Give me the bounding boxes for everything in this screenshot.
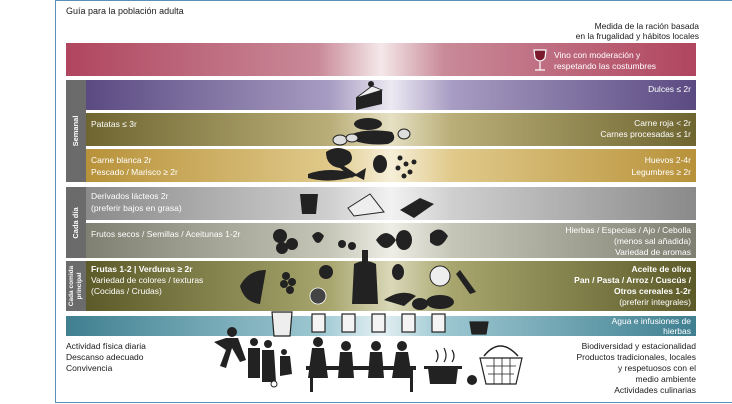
lifestyle-right-line3: y respetuosos con el [618,363,696,373]
nuts-label: Frutos secos / Semillas / Aceitunas 1-2r [91,229,241,239]
cereals-label-line3: (preferir integrales) [619,297,691,307]
dairy-label-line2: (preferir bajos en grasa) [91,203,182,213]
portion-note-line2: en la frugalidad y hábitos locales [575,31,699,41]
dairy-icon [300,193,434,218]
cereals-label-line1: Pan / Pasta / Arroz / Cuscús / [574,275,691,285]
wine-text-line1: Vino con moderación y [554,50,641,60]
variety-label-line2: (Cocidas / Crudas) [91,286,162,296]
nuts-herbs-icon [273,229,448,254]
fruits-veg-label: Frutas 1-2 | Verduras ≥ 2r [91,264,193,274]
olive-oil-bottle-icon [352,250,378,304]
wine-glass-icon [533,49,547,71]
dairy-band [86,187,696,220]
herbs-label-line1: Hierbas / Especias / Ajo / Cebolla [565,225,691,235]
olive-oil-label: Aceite de oliva [631,264,691,274]
wine-text-line2: respetando las costumbres [554,61,657,71]
water-glasses-icon [271,311,489,337]
chicken-eggs-icon [326,148,417,179]
herbs-label-line3: Variedad de aromas [615,247,691,257]
lifestyle-left-line1: Actividad física diaria [66,341,146,351]
guide-title: Guía para la población adulta [66,6,184,16]
sweets-label: Dulces ≤ 2r [648,84,691,94]
chicken-band [86,149,696,182]
red-meat-label: Carne roja < 2r [634,118,691,128]
main-meal-band [86,261,696,311]
variety-label-line1: Variedad de colores / texturas [91,275,204,285]
fish-icon [308,168,366,181]
portion-note-line1: Medida de la ración basada [594,21,699,31]
herbs-label-line2: (menos sal añadida) [613,236,691,246]
legumes-label: Legumbres ≥ 2r [631,167,691,177]
water-label-line2: hierbas [663,326,691,336]
white-meat-label: Carne blanca 2r [91,155,152,165]
lifestyle-left-line2: Descanso adecuado [66,352,144,362]
cereals-label-line2: Otros cereales 1-2r [613,286,691,296]
lifestyle-right-line5: Actividades culinarias [614,385,696,395]
figure-frame [55,0,732,403]
fruits-vegetables-icon [240,264,476,306]
potatoes-label: Patatas ≤ 3r [91,119,137,129]
lifestyle-left-line3: Convivencia [66,363,113,373]
people-activity-icon [214,327,292,388]
meat-icon [332,118,411,146]
wine-band [66,43,696,76]
basket-icon [467,345,523,385]
family-dining-icon [306,337,416,392]
section-weekly: Semanal [66,80,86,182]
section-daily: Cada día [66,187,86,258]
water-label-line1: Agua e infusiones de [611,316,691,326]
bread-icon [412,295,454,310]
fish-label: Pescado / Marisco ≥ 2r [91,167,178,177]
cake-slice-icon [355,81,384,110]
lifestyle-right-line4: medio ambiente [635,374,696,384]
lifestyle-right-line2: Productos tradicionales, locales [576,352,696,362]
sweets-band [86,80,696,110]
cooking-pot-icon [424,347,462,384]
lifestyle-right-line1: Biodiversidad y estacionalidad [581,341,696,351]
processed-meat-label: Carnes procesadas ≤ 1r [600,129,691,139]
eggs-label: Huevos 2-4r [644,155,691,165]
dairy-label-line1: Derivados lácteos 2r [91,191,169,201]
